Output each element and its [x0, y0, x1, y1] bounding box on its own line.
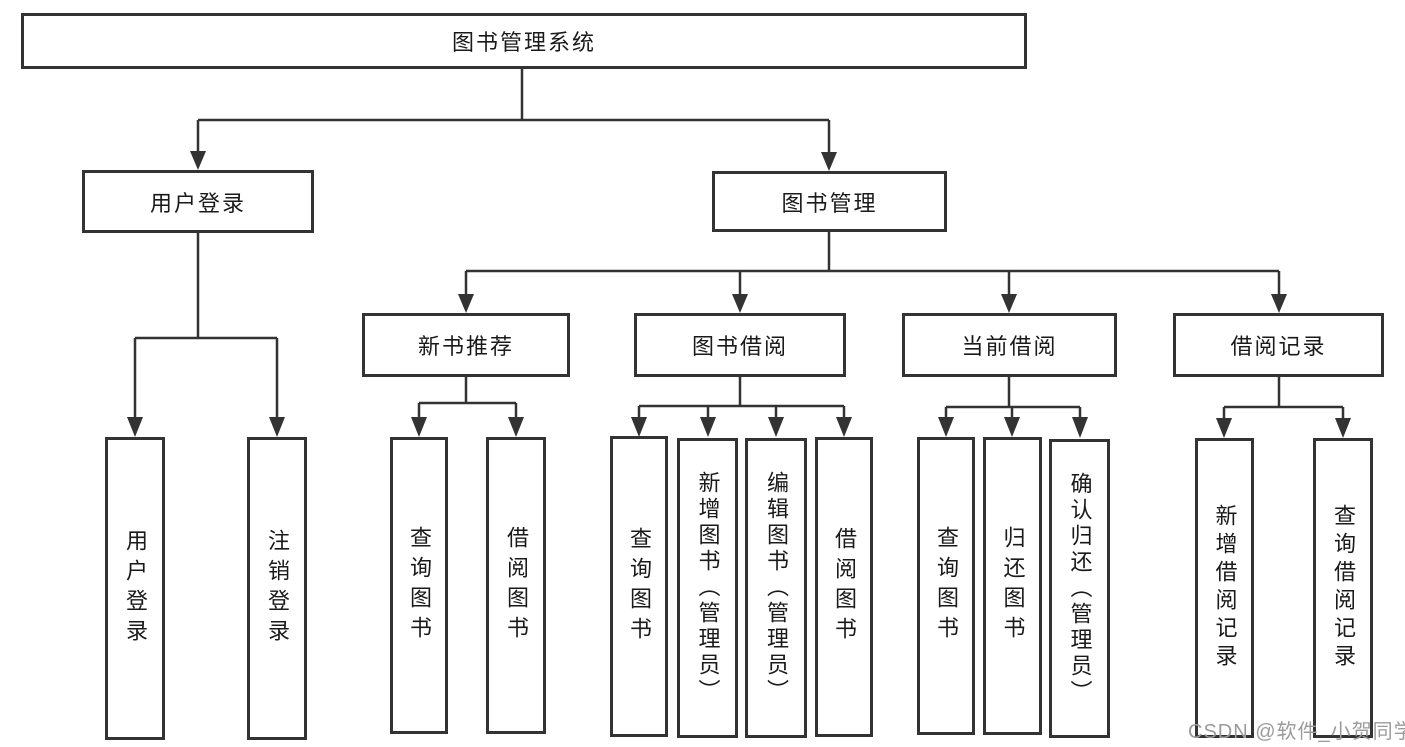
leaf-query-books-borrowing: 查询图书	[610, 436, 668, 737]
arrowheads-current-borrow-branch	[938, 417, 1088, 438]
leaf-user-login: 用户登录	[105, 437, 165, 740]
node-borrowing-records: 借阅记录	[1173, 313, 1384, 377]
node-book-management: 图书管理	[712, 171, 947, 232]
connector-user-login-branch	[133, 233, 279, 418]
arrowheads-borrow-record-branch	[1216, 418, 1351, 438]
leaf-logout-login: 注销登录	[247, 437, 307, 740]
leaf-borrow-books-recommend: 借阅图书	[486, 437, 546, 734]
leaf-add-borrow-record: 新增借阅记录	[1195, 438, 1254, 738]
leaf-edit-books-admin: 编辑图书（管理员）	[745, 438, 807, 738]
node-current-borrowing: 当前借阅	[902, 313, 1117, 377]
csdn-watermark: CSDN @软件_小贺同学	[1188, 721, 1405, 743]
node-book-borrowing: 图书借阅	[634, 313, 846, 377]
arrowheads-user-login-branch	[127, 417, 285, 437]
connector-current-borrow-branch	[944, 377, 1082, 418]
leaf-query-books-current: 查询图书	[917, 437, 975, 735]
connector-book-management-branch	[464, 232, 1281, 295]
leaf-confirm-return-admin: 确认归还（管理员）	[1049, 439, 1110, 738]
leaf-query-borrow-record: 查询借阅记录	[1313, 438, 1373, 738]
leaf-borrow-books-borrowing: 借阅图书	[815, 437, 873, 737]
node-new-book-recommend: 新书推荐	[362, 313, 570, 377]
node-root: 图书管理系统	[21, 13, 1027, 69]
arrowheads-new-book-branch	[411, 417, 524, 437]
connector-root-to-level2	[196, 69, 831, 153]
arrowheads-book-borrow-branch	[631, 417, 852, 437]
connector-new-book-branch	[417, 377, 518, 418]
leaf-query-books-recommend: 查询图书	[390, 437, 448, 734]
connector-book-borrow-branch	[637, 377, 846, 418]
leaf-add-books-admin: 新增图书（管理员）	[677, 438, 738, 738]
arrowheads-level3	[458, 294, 1287, 313]
arrowheads-level2	[190, 151, 837, 171]
node-user-login: 用户登录	[82, 170, 314, 233]
leaf-return-books: 归还图书	[983, 437, 1042, 735]
connector-borrow-record-branch	[1222, 377, 1345, 419]
